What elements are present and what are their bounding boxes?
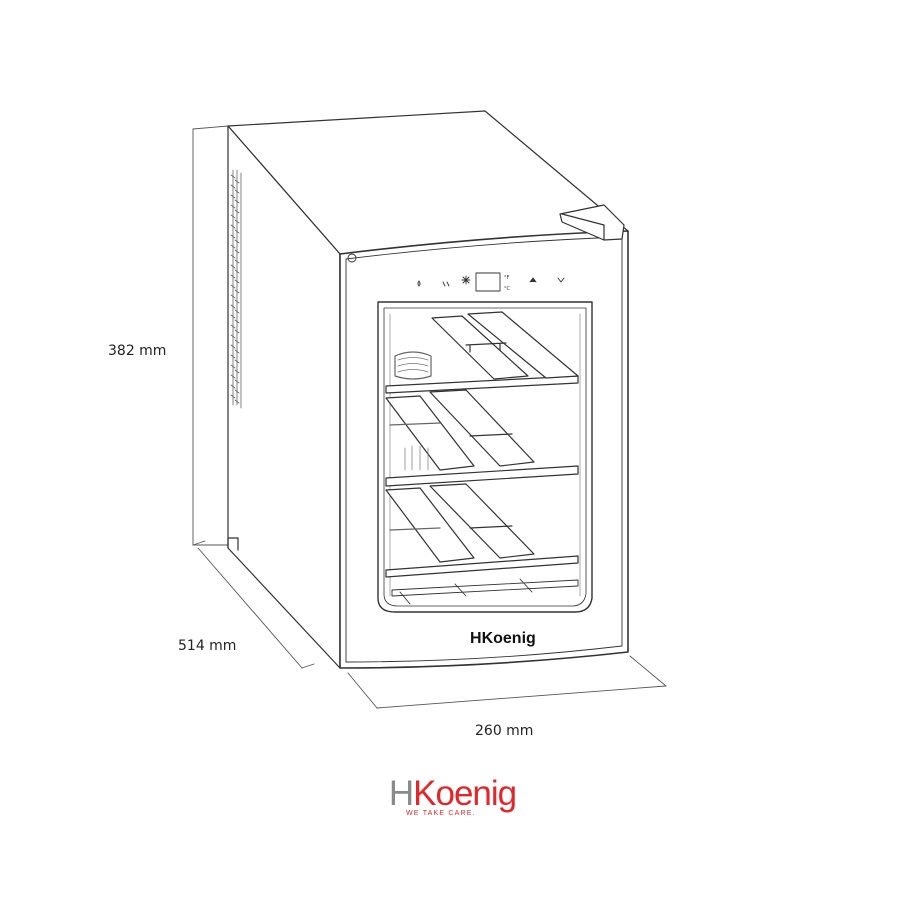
door-brand-logo: HKoenig [470, 630, 536, 647]
light-icon [442, 281, 450, 287]
depth-dimension-line [192, 540, 315, 669]
side-vent-grille [230, 169, 242, 409]
height-dimension-line [192, 125, 229, 546]
fahrenheit-label: °F [504, 275, 510, 281]
height-dimension-label: 382 mm [108, 343, 167, 359]
brand-tagline: WE TAKE CARE. [406, 810, 476, 817]
shelf-1 [385, 311, 579, 394]
width-dimension-line [347, 655, 667, 709]
temperature-display [475, 272, 501, 292]
arrow-down-icon [557, 277, 565, 283]
depth-dimension-label: 514 mm [178, 638, 237, 654]
brand-wordmark: HKoenig [380, 775, 525, 813]
glass-window [377, 301, 593, 613]
shelf-3 [385, 483, 579, 578]
brand-name: Koenig [413, 774, 517, 813]
shelf-2 [385, 389, 579, 487]
arrow-up-icon [529, 277, 537, 283]
celsius-label: °C [504, 286, 511, 292]
snowflake-icon [461, 275, 471, 285]
brand-logo: HKoenig WE TAKE CARE. [380, 775, 525, 818]
control-panel [417, 272, 565, 292]
door-handle [559, 204, 625, 241]
brand-prefix: H [388, 774, 414, 813]
width-dimension-label: 260 mm [475, 723, 534, 739]
bottom-rack [391, 578, 579, 605]
water-drop-icon [417, 280, 421, 287]
